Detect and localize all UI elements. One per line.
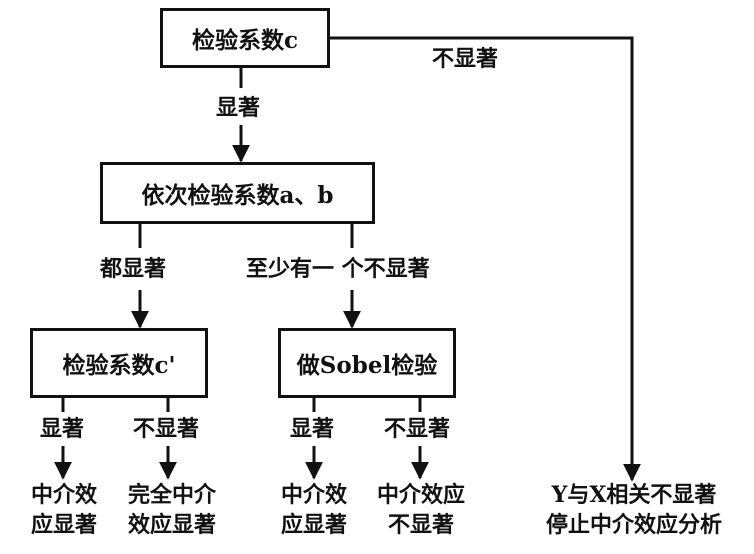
outcome-line: 停止中介效应分析 <box>545 512 722 538</box>
outcome-stop-analysis: Y与X相关不显著 停止中介效应分析 <box>520 480 748 540</box>
outcome-full-mediation: 完全中介 效应显著 <box>116 480 228 540</box>
node-sobel: 做Sobel检验 <box>278 328 456 398</box>
node-test-c-prime: 检验系数c' <box>30 328 208 398</box>
node-test-c-label: 检验系数c <box>191 27 298 54</box>
outcome-sobel-not-significant: 中介效应 不显著 <box>366 480 476 540</box>
outcome-line: 中介效应 <box>376 482 465 508</box>
label-cprime-significant: 显著 <box>40 416 85 442</box>
node-test-ab-label: 依次检验系数a、b <box>141 182 334 209</box>
outcome-line: 中介效 <box>280 482 347 508</box>
label-cprime-not-significant: 不显著 <box>133 416 200 442</box>
outcome-line: 应显著 <box>280 512 347 538</box>
label-sobel-significant: 显著 <box>290 416 335 442</box>
node-test-c: 检验系数c <box>160 8 330 68</box>
outcome-line: 应显著 <box>30 512 97 538</box>
outcome-line: 不显著 <box>387 512 454 538</box>
node-sobel-label: 做Sobel检验 <box>296 352 438 379</box>
outcome-line: 效应显著 <box>127 512 216 538</box>
outcome-partial-mediation: 中介效 应显著 <box>18 480 110 540</box>
outcome-line: 完全中介 <box>127 482 216 508</box>
label-sobel-not-significant: 不显著 <box>384 416 451 442</box>
outcome-sobel-significant: 中介效 应显著 <box>268 480 360 540</box>
outcome-line: 中介效 <box>30 482 97 508</box>
label-ab-at-least-one-not: 至少有一 个不显著 <box>246 256 430 282</box>
outcome-line: Y与X相关不显著 <box>551 482 717 508</box>
edge-c-not-significant <box>330 36 641 482</box>
node-test-c-prime-label: 检验系数c' <box>62 352 176 379</box>
node-test-ab: 依次检验系数a、b <box>100 162 375 224</box>
label-c-significant: 显著 <box>216 95 261 121</box>
label-ab-both-significant: 都显著 <box>100 256 167 282</box>
label-c-not-significant: 不显著 <box>432 46 499 72</box>
